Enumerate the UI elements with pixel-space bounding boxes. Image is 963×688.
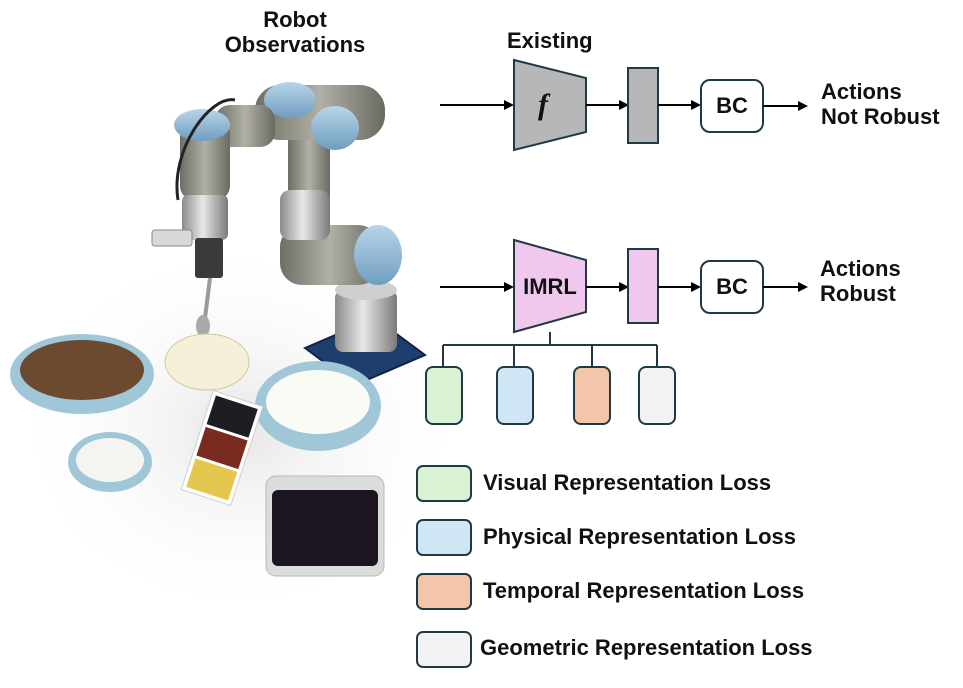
legend-label-temporal: Temporal Representation Loss bbox=[483, 578, 805, 603]
loss-heads bbox=[425, 366, 676, 425]
loss-head-temporal bbox=[573, 366, 611, 425]
loss-head-physical bbox=[496, 366, 534, 425]
loss-head-geometric bbox=[638, 366, 676, 425]
existing-output-label: Actions Not Robust bbox=[821, 79, 940, 130]
legend-label-geometric: Geometric Representation Loss bbox=[480, 635, 813, 660]
spoon bbox=[196, 315, 210, 337]
loss-branch-connector bbox=[442, 332, 658, 367]
imrl-encoder-label: IMRL bbox=[523, 274, 577, 299]
imrl-bc-label: BC bbox=[716, 274, 748, 299]
existing-bc-label: BC bbox=[716, 93, 748, 118]
robot-wrist-cap bbox=[174, 109, 230, 141]
existing-output-line2: Not Robust bbox=[821, 104, 940, 130]
loss-head-visual bbox=[425, 366, 463, 425]
legend-swatch-visual bbox=[416, 465, 472, 502]
imrl-pipeline bbox=[425, 238, 808, 425]
existing-feature-vector bbox=[627, 67, 659, 144]
legend-label-physical: Physical Representation Loss bbox=[483, 524, 796, 549]
existing-encoder bbox=[513, 58, 587, 152]
bowl-milk-small bbox=[164, 333, 250, 391]
observations-label-line2: Observations bbox=[224, 32, 366, 58]
robot-shoulder-cap bbox=[354, 225, 402, 285]
existing-pipeline bbox=[440, 58, 808, 152]
legend-label-visual: Visual Representation Loss bbox=[483, 470, 772, 495]
legend-swatch-temporal bbox=[416, 573, 472, 610]
imrl-encoder bbox=[513, 238, 587, 334]
robot-base bbox=[335, 290, 397, 352]
existing-encoder-symbol: f bbox=[538, 88, 548, 121]
observations-label-line1: Robot bbox=[263, 7, 327, 32]
imrl-output-line1: Actions bbox=[820, 256, 901, 281]
existing-output-line1: Actions bbox=[821, 79, 902, 104]
legend-swatch-physical bbox=[416, 519, 472, 556]
imrl-feature-vector bbox=[627, 248, 659, 324]
existing-title: Existing bbox=[507, 28, 593, 53]
legend-swatches bbox=[416, 465, 472, 668]
robot-scene-illustration bbox=[10, 82, 470, 620]
wrist-camera bbox=[151, 229, 193, 247]
legend-swatch-geometric bbox=[416, 631, 472, 668]
imrl-output-label: Actions Robust bbox=[820, 256, 901, 307]
bean-tray bbox=[180, 389, 264, 507]
observations-label: Robot Observations bbox=[213, 7, 377, 58]
imrl-output-line2: Robust bbox=[820, 281, 896, 307]
robot-gripper bbox=[195, 238, 223, 278]
